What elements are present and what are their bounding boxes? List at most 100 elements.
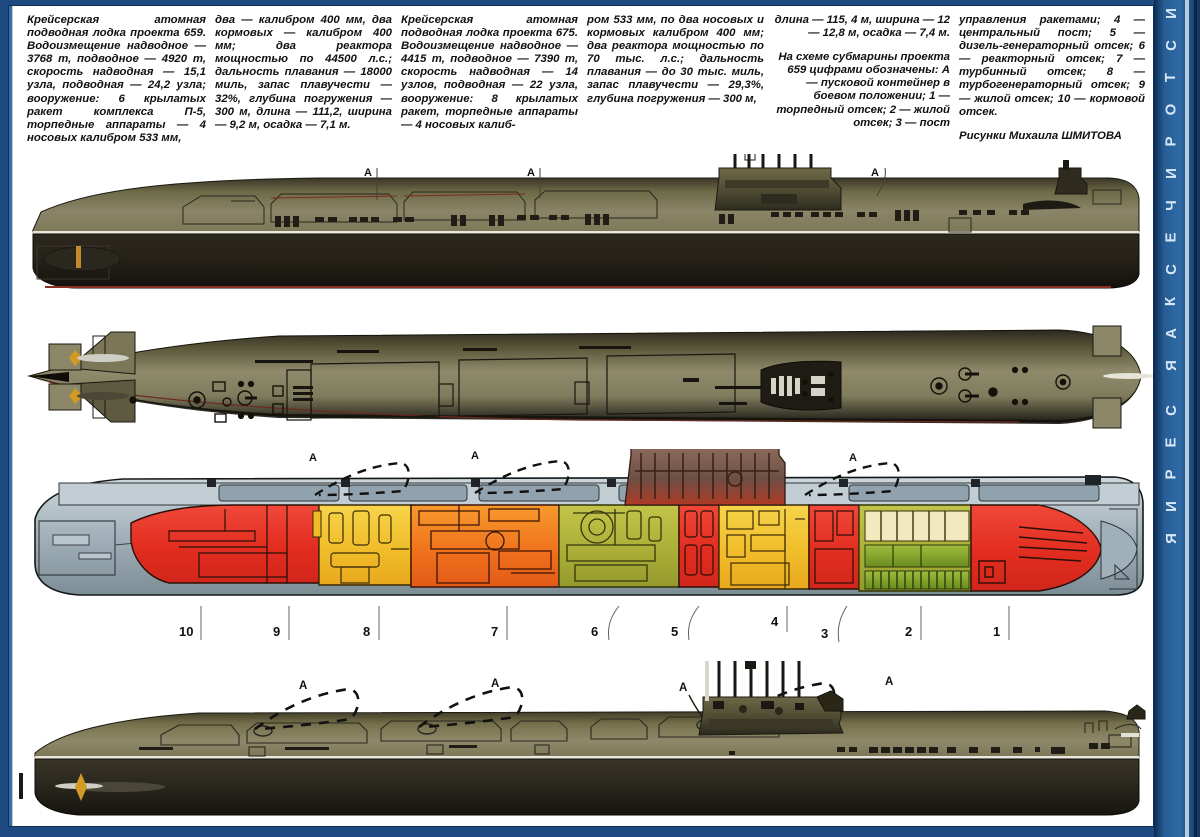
bow-plane-stub [76, 246, 81, 268]
sail-window-band [709, 719, 833, 727]
callout-number-3: 3 [821, 626, 828, 641]
deck-line-group [255, 346, 767, 405]
marker-label-a: А [849, 452, 857, 464]
sail-hatch [761, 194, 797, 204]
bunk-upper-row [864, 510, 970, 542]
marker-leader [876, 167, 886, 197]
compartment-6-reactor [558, 504, 680, 588]
marker-label-a: А [679, 682, 687, 694]
deck-marking-group [139, 745, 735, 755]
marker-label-a: А [299, 680, 307, 692]
fwd-deck-detail [1084, 720, 1142, 748]
spine-letter: Е [1162, 232, 1180, 243]
bow-plane-port [1092, 325, 1122, 357]
artist-credit: Рисунки Михаила ШМИТОВА [959, 129, 1122, 142]
deck-stud-group [207, 475, 1101, 487]
marker-label-a: А [471, 450, 479, 462]
container-hatch [270, 193, 398, 223]
torpedo-tube-group [978, 526, 1088, 584]
shaft-port [77, 354, 129, 362]
callout-number-group: 10 9 8 7 6 5 4 3 2 1 [179, 614, 1000, 641]
propeller-stbd [69, 388, 83, 404]
illustration-cutaway-section: А А А [19, 449, 1153, 609]
bow-plane-stbd [1092, 397, 1122, 429]
deck-fitting-group [129, 380, 284, 423]
hull-lower [32, 233, 1140, 289]
compartment-6-detail [566, 509, 662, 582]
sail-plan-detail [771, 376, 825, 396]
illustration-plan-view-top [19, 304, 1153, 449]
aft-fairing-blade [1023, 200, 1081, 210]
waterline-stripe [33, 231, 1139, 234]
raised-container-indicator-1 [314, 461, 410, 497]
spine-letter: И [1162, 501, 1180, 512]
spine-letter: Р [1162, 469, 1180, 480]
callout-number-7: 7 [491, 624, 498, 639]
spine-letter: К [1162, 296, 1180, 307]
compartment-8-detail [328, 510, 409, 584]
compartment-4-central-post [718, 504, 810, 590]
sail-port-group [713, 701, 804, 710]
callout-number-5: 5 [671, 624, 678, 639]
bunk-upper-divider [880, 511, 946, 541]
article-text-columns: Крейсерская атомная подводная лодка прое… [27, 14, 1147, 154]
sail-aft-fairing [816, 690, 844, 712]
aft-mast-fairing [1054, 167, 1088, 195]
conning-tower [714, 154, 842, 211]
compartment-5-detail [684, 510, 714, 576]
hull-deck-upper [32, 177, 1140, 233]
illustration-side-view-launch: А А А А [19, 661, 1153, 826]
sail-mast-cutaway [635, 453, 779, 499]
spine-dark-stripe [1194, 0, 1197, 837]
mast-group [733, 154, 813, 168]
legend-intro: На схеме субмарины проекта 659 цифрами о… [776, 51, 950, 129]
bulkhead-door-8 [312, 510, 322, 538]
bow-cap-detail [1109, 508, 1138, 590]
upper-rudder [67, 331, 136, 375]
container-marker-a-2: А [527, 167, 541, 198]
compartment-7-detail [418, 505, 555, 584]
compartment-3-missile-control [808, 504, 860, 590]
waterline-stripe [35, 756, 1139, 759]
free-flood-vent-row [275, 210, 1029, 227]
bunk-lower-ribs [872, 571, 962, 589]
sail-hatch-circle [775, 707, 783, 715]
sail-hatch-circle [739, 705, 747, 713]
text-column-1: Крейсерская атомная подводная лодка прое… [27, 14, 215, 154]
callout-leader-group [200, 606, 1010, 643]
stern-propulsion [19, 773, 165, 801]
spec-dimensions: длина — 115, 4 м, ширина — 12 — 12,8 м, … [774, 14, 950, 40]
container-marker-a-3: А [871, 167, 886, 197]
mast-heads [745, 661, 756, 669]
spine-letter: О [1162, 103, 1180, 116]
text-column-4: ром 533 мм, по два носовых и кормовых ка… [587, 14, 773, 154]
container-seal-lines [270, 193, 526, 199]
compartment-callouts: 10 9 8 7 6 5 4 3 2 1 [19, 606, 1153, 656]
bow-capstan [1126, 704, 1146, 720]
spine-letter: И [1162, 8, 1180, 19]
spine-letter: Я [1162, 360, 1180, 371]
propeller-blade [75, 773, 87, 801]
series-spine: И С Т О Р И Ч Е С К А Я С Е Р И Я [1154, 0, 1200, 837]
conning-tower [698, 661, 844, 736]
container-hatch [403, 191, 526, 221]
spine-letter: С [1162, 40, 1180, 51]
bunk-lower-row [864, 570, 970, 590]
spine-letter: Ч [1162, 200, 1180, 211]
deck-hatch [948, 217, 972, 233]
spine-letter: Е [1162, 437, 1180, 448]
spine-letter: А [1162, 328, 1180, 339]
spine-letter: Т [1162, 72, 1180, 83]
bow-marking [1121, 733, 1139, 737]
shaft-stbd [77, 392, 129, 400]
marker-label-a: А [885, 676, 893, 688]
sail-plan-footprint [760, 360, 842, 411]
compartment-4-detail [726, 509, 805, 589]
page-sheet: Крейсерская атомная подводная лодка прое… [8, 5, 1154, 827]
hull-lower [34, 758, 1140, 816]
text-column-3: Крейсерская атомная подводная лодка прое… [401, 14, 587, 154]
spine-letter: И [1162, 168, 1180, 179]
free-flood-vent-row [837, 743, 1110, 754]
illustration-side-view-surfaced: А А А [19, 154, 1153, 304]
